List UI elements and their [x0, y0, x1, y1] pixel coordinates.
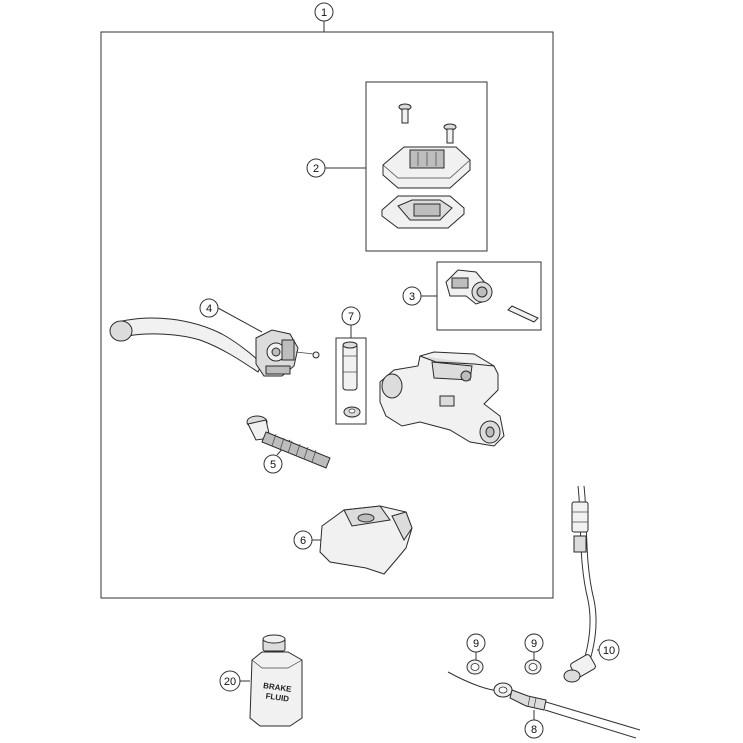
callout-20: 20 — [219, 670, 241, 692]
reservoir-diaphragm — [381, 195, 465, 229]
callout-20-label: 20 — [224, 676, 236, 688]
brake-fluid-label-line2: FLUID — [265, 691, 290, 703]
callout-5-label: 5 — [270, 459, 276, 471]
callout-3-label: 3 — [409, 291, 415, 303]
callout-9-right-label: 9 — [531, 638, 537, 650]
callout-1: 1 — [314, 2, 334, 22]
callout-9-left: 9 — [466, 633, 486, 653]
sealing-washer-left — [466, 659, 484, 675]
assembly-frame — [100, 31, 554, 599]
callout-7-label: 7 — [348, 311, 354, 323]
callout-9-left-label: 9 — [473, 638, 479, 650]
callout-7: 7 — [341, 306, 361, 326]
cover-screw-left — [398, 103, 412, 124]
callout-10: 10 — [598, 639, 620, 661]
master-cylinder-body — [379, 351, 505, 447]
callout-1-label: 1 — [321, 7, 327, 19]
cover-kit-frame — [365, 81, 488, 252]
callout-3: 3 — [402, 286, 422, 306]
callout-6-label: 6 — [300, 535, 306, 547]
sealing-washer-right — [524, 659, 542, 675]
pivot-pin — [507, 305, 539, 323]
callout-2: 2 — [306, 158, 326, 178]
callout-2-label: 2 — [313, 163, 319, 175]
callout-4: 4 — [199, 298, 219, 318]
callout-10-label: 10 — [603, 645, 615, 657]
callout-4-label: 4 — [206, 303, 212, 315]
hand-lever — [109, 317, 320, 377]
callout-6: 6 — [293, 530, 313, 550]
reservoir-boot — [319, 505, 413, 575]
callout-8-label: 8 — [531, 724, 537, 736]
pivot-adjuster — [445, 269, 493, 305]
cover-screw-right — [443, 123, 457, 144]
reservoir-cover — [382, 146, 471, 189]
callout-5: 5 — [263, 454, 283, 474]
piston-seal — [343, 406, 361, 418]
callout-8: 8 — [524, 719, 544, 739]
brake-line — [447, 671, 641, 739]
brake-fluid-bottle: BRAKE FLUID — [249, 634, 303, 727]
piston — [342, 341, 358, 391]
brake-switch-cable — [563, 485, 597, 683]
callout-9-right: 9 — [524, 633, 544, 653]
brake-fluid-label-line1: BRAKE — [263, 681, 293, 694]
adjuster-spring — [246, 415, 331, 469]
callout-4-leader — [217, 307, 263, 333]
